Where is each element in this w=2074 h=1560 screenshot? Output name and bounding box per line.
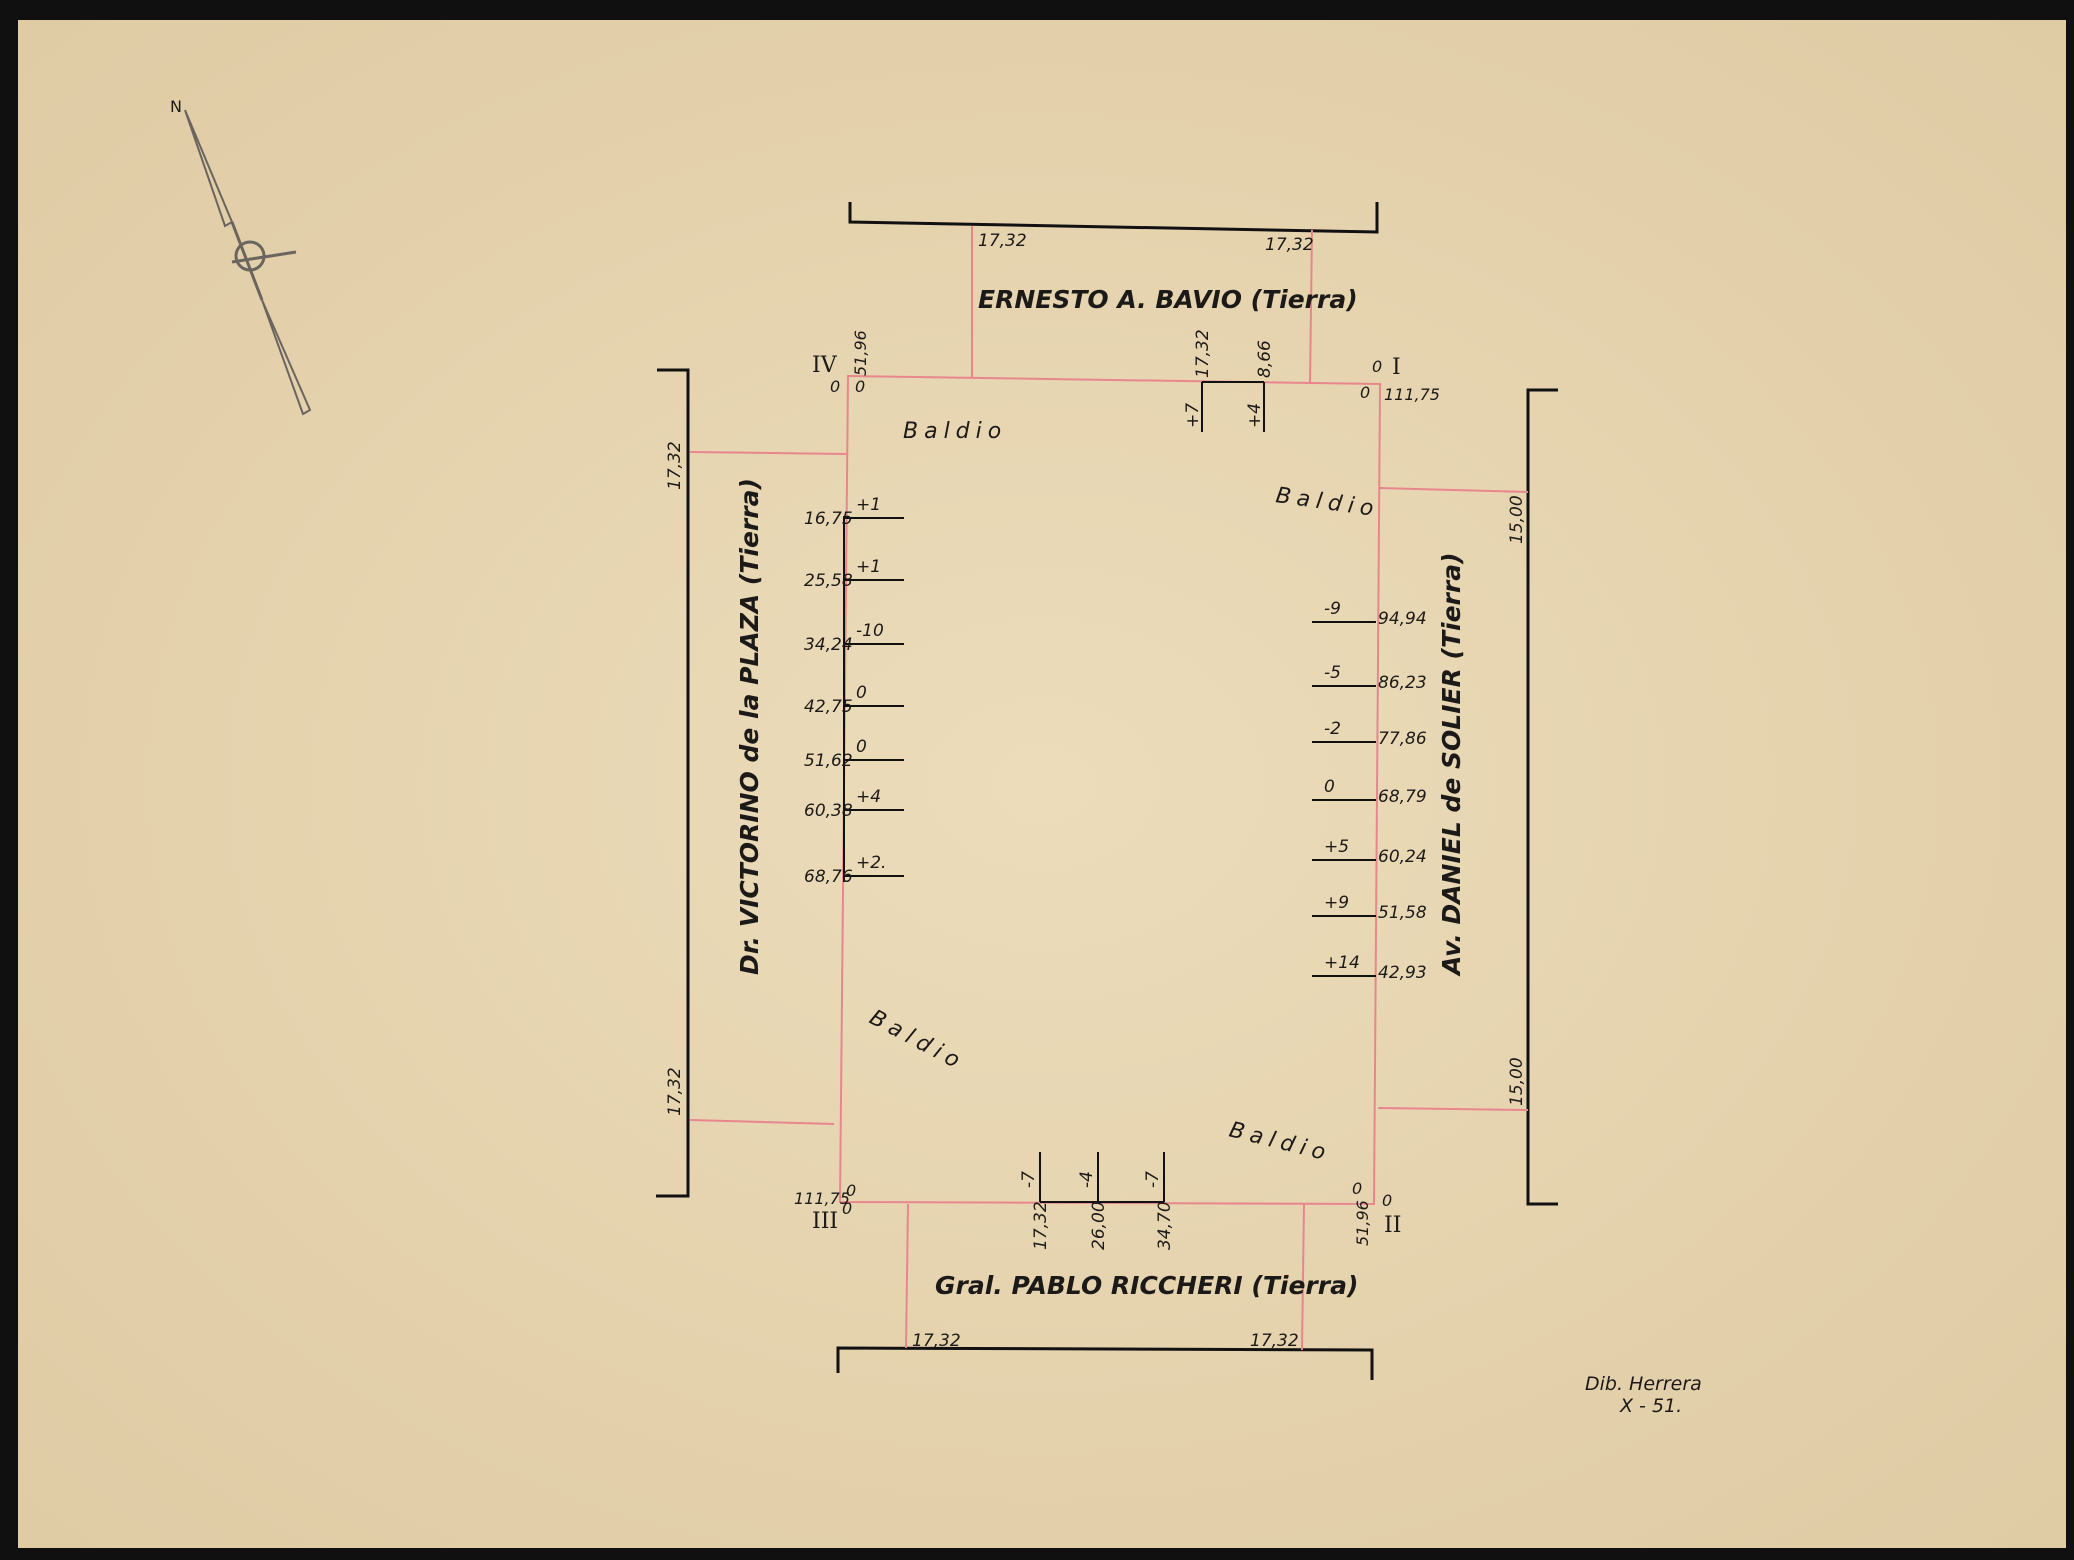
level-distance: 34,70: [1155, 1201, 1175, 1250]
corner-IV-dist: 51,96: [851, 330, 870, 376]
street-name-north: ERNESTO A. BAVIO (Tierra): [978, 285, 1358, 314]
level-distance: 42,75: [804, 697, 853, 717]
level-value: 0: [1324, 777, 1335, 797]
level-value: 0: [856, 737, 867, 757]
corner-III: 111,75 0 0 III: [794, 1181, 856, 1234]
street-lines: [656, 202, 1558, 1380]
level-value: -9: [1324, 599, 1341, 619]
corner-I-roman: I: [1392, 355, 1401, 380]
level-distance: 51,58: [1378, 903, 1427, 923]
level-value: +1: [856, 495, 881, 515]
width-east-top: 15,00: [1507, 495, 1527, 544]
level-distance: 16,75: [804, 509, 853, 529]
level-value: -4: [1077, 1171, 1097, 1188]
svg-text:0: 0: [830, 377, 840, 396]
north-arrow-icon: N: [170, 97, 312, 416]
level-distance: 17,32: [1193, 329, 1213, 378]
level-value: +5: [1324, 837, 1349, 857]
svg-text:0: 0: [1382, 1191, 1392, 1210]
corner-I: I 0 0 111,75: [1360, 355, 1440, 404]
corner-I-dist: 111,75: [1384, 385, 1440, 404]
south-level-profile: -7 17,32 -4 26,00 -7 34,70: [1019, 1152, 1175, 1250]
paper-background: [18, 20, 2066, 1548]
level-distance: 77,86: [1378, 729, 1427, 749]
corner-IV-roman: IV: [812, 353, 838, 378]
corner-II: 0 0 51,96 II: [1352, 1179, 1401, 1246]
level-distance: 42,93: [1378, 963, 1427, 983]
svg-text:0: 0: [846, 1181, 856, 1200]
width-north-right: 17,32: [1265, 235, 1314, 255]
corner-II-roman: II: [1384, 1213, 1401, 1238]
corner-II-dist: 51,96: [1353, 1200, 1372, 1246]
width-south-left: 17,32: [912, 1331, 961, 1351]
svg-text:0: 0: [855, 377, 865, 396]
corner-III-roman: III: [812, 1209, 838, 1234]
level-value: -2: [1324, 719, 1341, 739]
level-distance: 26,00: [1089, 1201, 1109, 1250]
street-name-east: Av. DANIEL de SOLIER (Tierra): [1437, 552, 1466, 977]
level-distance: 68,79: [1378, 787, 1427, 807]
level-distance: 25,58: [804, 571, 853, 591]
street-name-south: Gral. PABLO RICCHERI (Tierra): [935, 1271, 1358, 1300]
drawing-date: X - 51.: [1619, 1395, 1682, 1417]
svg-text:0: 0: [842, 1199, 852, 1218]
level-value: +9: [1324, 893, 1349, 913]
width-west-top: 17,32: [665, 441, 685, 490]
svg-text:0: 0: [1352, 1179, 1362, 1198]
level-value: -10: [856, 621, 884, 641]
level-distance: 94,94: [1378, 609, 1427, 629]
svg-text:0: 0: [1372, 357, 1382, 376]
east-level-profile: -9 94,94 -5 86,23 -2 77,86 0 68,79 +5 60,24 +9 51,5…: [1312, 599, 1427, 983]
level-distance: 51,62: [804, 751, 853, 771]
street-name-west: Dr. VICTORINO de la PLAZA (Tierra): [735, 478, 764, 975]
svg-text:0: 0: [1360, 383, 1370, 402]
width-north-left: 17,32: [978, 231, 1027, 251]
north-level-profile: 17,32 +7 8,66 +4: [1183, 329, 1275, 432]
level-value: 0: [856, 683, 867, 703]
level-value: +2.: [856, 853, 886, 873]
width-south-right: 17,32: [1250, 1331, 1299, 1351]
west-level-profile: 16,75+125,58+134,24-1042,75051,62060,38+…: [804, 495, 904, 887]
level-distance: 68,76: [804, 867, 853, 887]
width-west-bottom: 17,32: [665, 1067, 685, 1116]
level-value: +4: [856, 787, 881, 807]
draftsman-signature: Dib. Herrera: [1585, 1373, 1702, 1395]
level-value: -7: [1019, 1171, 1039, 1188]
level-value: +14: [1324, 953, 1360, 973]
level-distance: 86,23: [1378, 673, 1427, 693]
corner-III-dist: 111,75: [794, 1189, 850, 1208]
level-distance: 34,24: [804, 635, 853, 655]
corner-IV: IV 0 0 51,96: [812, 330, 870, 396]
level-distance: 8,66: [1255, 340, 1275, 378]
level-value: +7: [1183, 403, 1203, 428]
level-value: -7: [1143, 1171, 1163, 1188]
width-east-bottom: 15,00: [1507, 1057, 1527, 1106]
baldio-label: Baldio: [903, 419, 1007, 444]
level-distance: 60,24: [1378, 847, 1427, 867]
level-distance: 60,38: [804, 801, 853, 821]
compass-north-letter: N: [170, 97, 182, 116]
level-value: +4: [1245, 403, 1265, 428]
level-value: +1: [856, 557, 881, 577]
level-distance: 17,32: [1031, 1201, 1051, 1250]
level-value: -5: [1324, 663, 1341, 683]
